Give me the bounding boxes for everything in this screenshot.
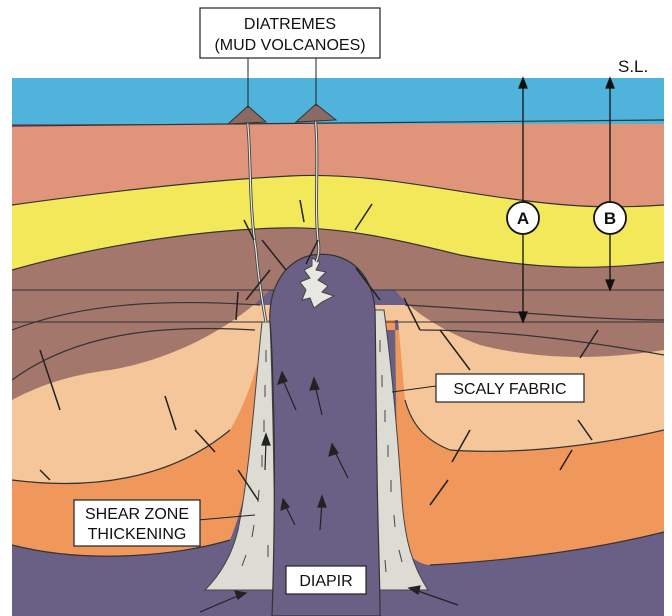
sea bbox=[12, 78, 664, 124]
scaly-fabric-label: SCALY FABRIC bbox=[453, 381, 566, 398]
shear-zone-label-line2: THICKENING bbox=[88, 526, 187, 543]
diapir-body bbox=[270, 254, 380, 616]
marker-b-label: B bbox=[604, 209, 616, 228]
sea-level-label: S.L. bbox=[618, 57, 648, 76]
diatremes-label-line1: DIATREMES bbox=[244, 16, 336, 33]
diapir-label: DIAPIR bbox=[299, 573, 352, 590]
shear-zone-label-line1: SHEAR ZONE bbox=[85, 506, 189, 523]
diatremes-label-line2: (MUD VOLCANOES) bbox=[214, 37, 365, 54]
marker-a-label: A bbox=[517, 209, 529, 228]
